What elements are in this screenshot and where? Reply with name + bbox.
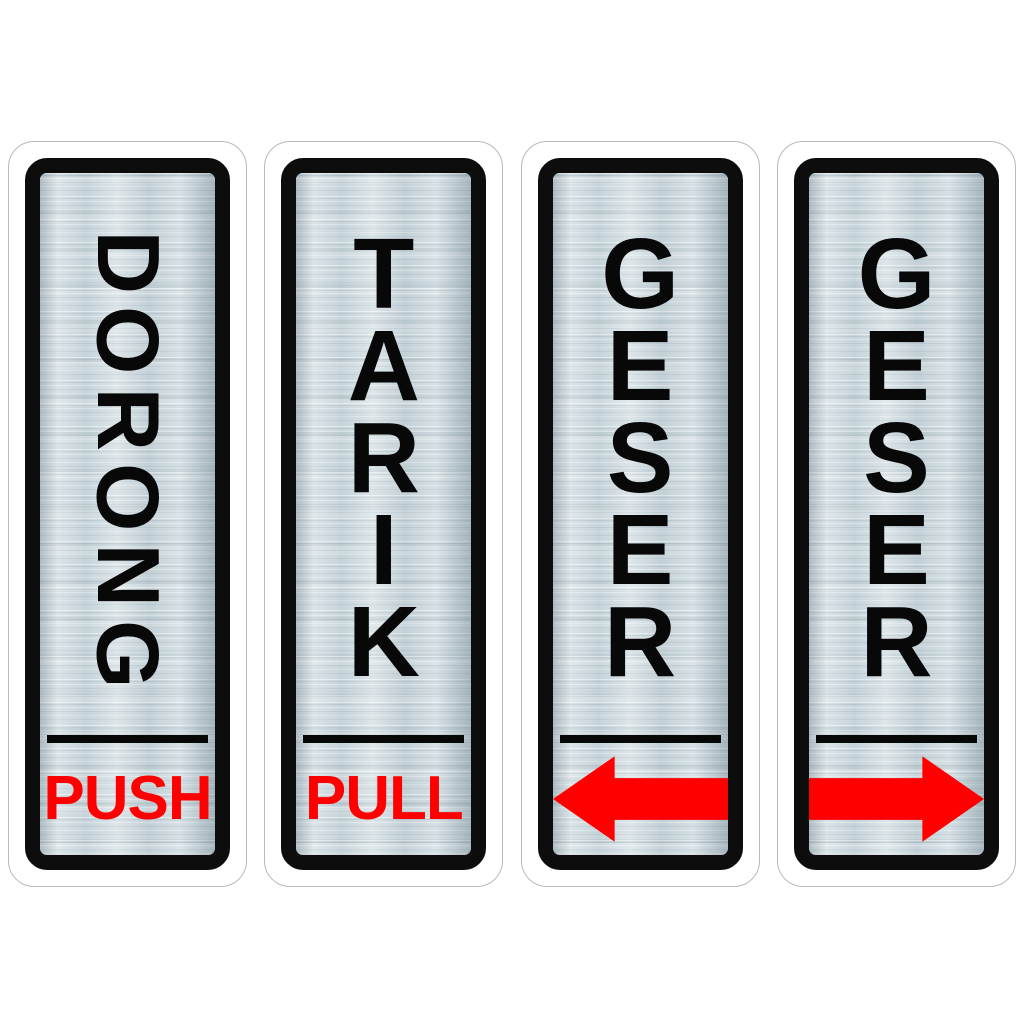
sign-frame: D O R O N G PUSH — [25, 158, 230, 870]
letter-glyph: A — [347, 310, 420, 422]
letter-glyph: G — [601, 218, 680, 330]
sign-frame: G E S E R — [793, 158, 999, 870]
caption-zone — [552, 743, 728, 855]
letter-glyph: E — [606, 494, 674, 606]
letter-glyph: E — [606, 310, 674, 422]
letter-glyph: E — [863, 494, 930, 606]
divider — [809, 735, 984, 743]
sign-plate-geser-left[interactable]: G E S E R — [520, 141, 760, 887]
sign-plate-geser-right[interactable]: G E S E R — [776, 141, 1016, 887]
caption-zone: PUSH — [40, 743, 215, 855]
letter-glyph: E — [863, 310, 930, 422]
caption-zone — [808, 743, 984, 855]
letter-glyph: R — [604, 586, 677, 698]
caption-push: PUSH — [43, 764, 212, 833]
sign-plate-tarik-pull[interactable]: T A R I K PULL — [264, 141, 504, 887]
caption-pull: PULL — [304, 764, 464, 833]
vertical-word-dorong: D O R O N G — [40, 173, 215, 735]
divider — [296, 735, 471, 743]
divider-bar — [559, 735, 721, 743]
divider-bar — [815, 735, 977, 743]
letter-glyph: T — [353, 218, 415, 330]
letter-glyph: I — [369, 494, 398, 606]
vertical-word-geser-left: G E S E R — [553, 173, 728, 735]
sign-content: T A R I K PULL — [296, 173, 471, 855]
arrow-left-icon — [552, 756, 728, 842]
sign-content: G E S E R — [552, 173, 728, 855]
letter-glyph: D — [78, 230, 178, 294]
letter-glyph: R — [860, 586, 933, 698]
letter-glyph: S — [606, 402, 674, 514]
sign-frame: T A R I K PULL — [281, 158, 487, 870]
sign-content: G E S E R — [808, 173, 984, 855]
sign-plate-dorong-push[interactable]: D O R O N G PUSH — [8, 141, 247, 887]
letter-glyph: R — [347, 402, 420, 514]
arrow-right-icon — [808, 756, 984, 842]
divider — [553, 735, 728, 743]
letter-glyph: N — [78, 543, 178, 608]
letter-glyph: O — [78, 306, 178, 375]
divider-bar — [303, 735, 465, 743]
sign-content: D O R O N G PUSH — [40, 173, 215, 855]
letter-glyph: G — [78, 619, 178, 689]
vertical-word-geser-right: G E S E R — [809, 173, 984, 735]
letter-glyph: R — [78, 386, 178, 451]
divider-bar — [47, 735, 208, 743]
letter-glyph: G — [857, 218, 936, 330]
caption-zone: PULL — [296, 743, 471, 855]
letter-glyph: S — [863, 402, 930, 514]
sign-row: D O R O N G PUSH — [8, 141, 1016, 887]
vertical-word-tarik: T A R I K — [296, 173, 471, 735]
letter-glyph: O — [78, 463, 178, 532]
divider — [40, 735, 215, 743]
letter-glyph: K — [347, 586, 420, 698]
sign-frame: G E S E R — [537, 158, 743, 870]
